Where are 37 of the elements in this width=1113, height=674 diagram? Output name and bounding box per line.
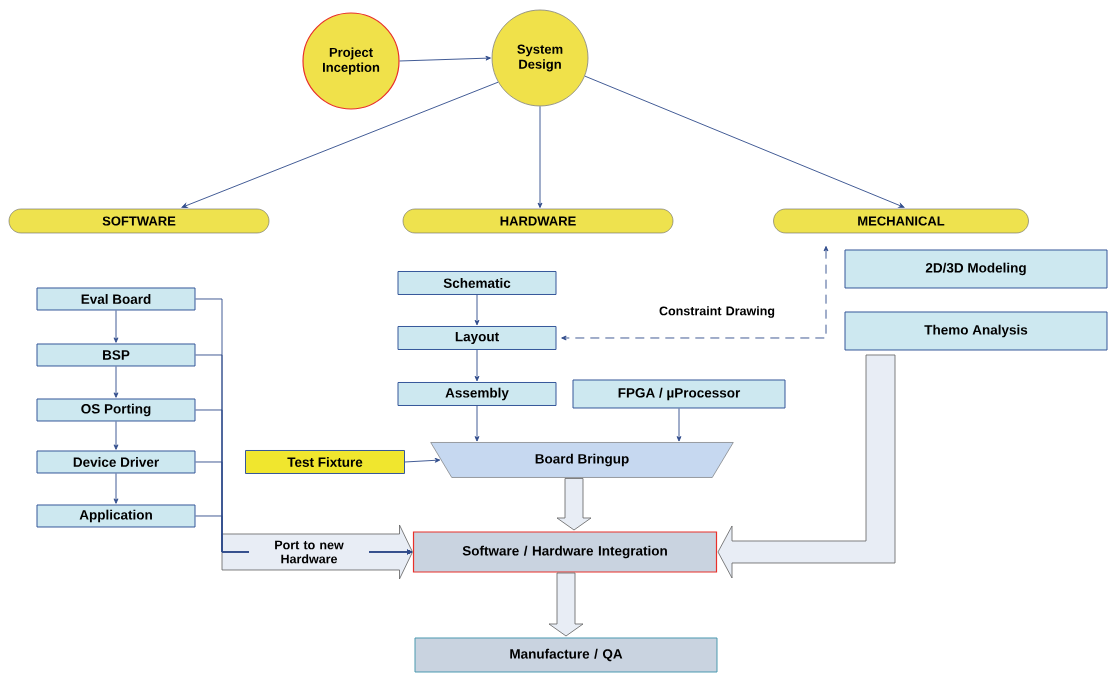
process-box: Test Fixture [245, 450, 405, 474]
arrow [561, 246, 829, 341]
process-box: Layout [397, 326, 557, 350]
arrow [113, 310, 119, 343]
arrow [676, 408, 682, 442]
block-arrow [717, 354, 896, 579]
process-box: Schematic [397, 271, 557, 295]
arrow [474, 349, 480, 382]
category-band: HARDWARE [402, 208, 674, 234]
process-box: Software / Hardware Integration [412, 531, 718, 573]
arrow [113, 366, 119, 398]
arrow [584, 75, 905, 208]
arrow [399, 55, 491, 62]
arrow [113, 421, 119, 450]
process-box: Assembly [397, 382, 557, 406]
block-arrow [548, 572, 584, 637]
arrow [113, 473, 119, 504]
process-box: 2D/3D Modeling [844, 249, 1108, 289]
process-box: Manufacture / QA [414, 637, 718, 673]
block-arrow [556, 478, 592, 531]
trapezoid-box: Board Bringup [430, 442, 734, 478]
process-box: BSP [36, 343, 196, 367]
process-box: OS Porting [36, 398, 196, 422]
edge-label: Constraint Drawing [657, 305, 777, 319]
arrow [474, 294, 480, 326]
category-band: MECHANICAL [773, 208, 1029, 234]
arrow [474, 405, 480, 442]
process-box: Themo Analysis [844, 311, 1108, 351]
category-band: SOFTWARE [8, 208, 270, 234]
arrow [181, 81, 499, 208]
arrow [404, 457, 441, 463]
process-box: Eval Board [36, 287, 196, 311]
edge-label: Port to new Hardware [249, 539, 369, 565]
process-box: Device Driver [36, 450, 196, 474]
process-box: FPGA / µProcessor [572, 379, 786, 409]
arrow [537, 105, 543, 208]
process-box: Application [36, 504, 196, 528]
